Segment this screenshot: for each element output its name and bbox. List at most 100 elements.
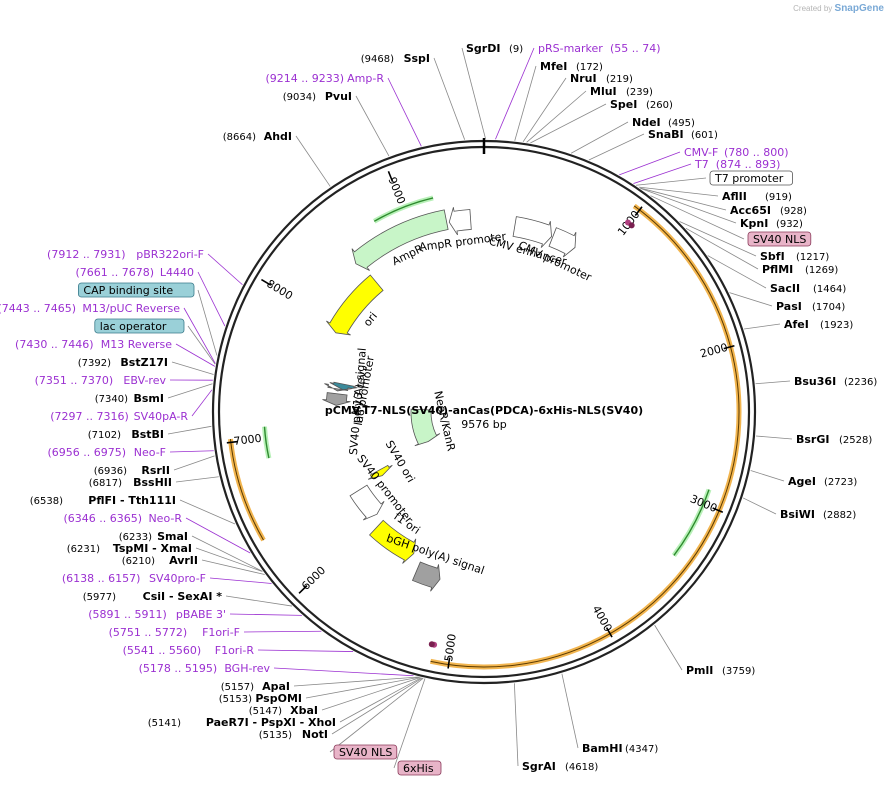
primer-label: L4440(7661 .. 7678) xyxy=(75,266,194,279)
feature-arrow xyxy=(448,207,472,236)
orf-arc-green-b-core xyxy=(373,197,434,222)
site-position: (2528) xyxy=(839,435,872,446)
leader-line xyxy=(293,676,419,687)
leader-line xyxy=(522,77,567,143)
site-label: AfeI(1923) xyxy=(784,318,853,331)
site-label: PmlI(3759) xyxy=(686,664,755,677)
site-name: SgrAI xyxy=(522,760,556,773)
leader-line xyxy=(561,673,579,749)
site-position: (1704) xyxy=(812,302,845,313)
leader-line xyxy=(273,667,414,677)
feature-label: ori xyxy=(361,310,380,329)
site-label: XbaI(5147) xyxy=(249,704,318,717)
site-name: SmaI xyxy=(157,530,188,543)
site-name: NotI xyxy=(302,728,328,741)
primer-name: SV40pA-R xyxy=(134,410,189,423)
leader-line xyxy=(207,253,243,286)
primer-name: L4440 xyxy=(160,266,194,279)
leader-line xyxy=(321,677,421,711)
site-name: NruI xyxy=(570,72,597,85)
site-label: MluI(239) xyxy=(590,85,653,98)
site-label: BssHII(6817) xyxy=(89,476,172,489)
leader-line xyxy=(433,57,466,140)
feature-box-text: SV40 NLS xyxy=(339,746,392,759)
feature-arrow xyxy=(512,216,552,248)
feature-box xyxy=(397,760,442,776)
leader-line xyxy=(393,678,426,769)
orf-arc-green-c-core xyxy=(263,426,270,459)
leader-line xyxy=(679,221,757,257)
leader-line xyxy=(638,186,719,197)
site-position: (495) xyxy=(668,118,695,129)
tick-mark xyxy=(387,170,394,182)
leader-line xyxy=(742,497,777,515)
primer-label: SV40pA-R(7297 .. 7316) xyxy=(50,410,188,423)
feature-arrow xyxy=(349,484,385,521)
site-position: (260) xyxy=(646,100,673,111)
leader-line xyxy=(588,133,645,161)
site-name: BstZ17I xyxy=(120,356,168,369)
leader-line xyxy=(191,389,213,417)
primer-range: (7443 .. 7465) xyxy=(0,302,76,315)
primer-label: pBR322ori-F(7912 .. 7931) xyxy=(47,248,204,261)
leader-line xyxy=(514,65,537,141)
tick-label: 9000 xyxy=(385,175,407,206)
primer-label: Amp-R(9214 .. 9233) xyxy=(265,72,384,85)
feature-box-label: SV40 NLS xyxy=(333,744,398,760)
site-label: SpeI(260) xyxy=(610,98,673,111)
site-name: MluI xyxy=(590,85,617,98)
primer-label: M13 Reverse(7430 .. 7446) xyxy=(15,338,172,351)
site-position: (2236) xyxy=(844,377,877,388)
primer-range: (5541 .. 5560) xyxy=(123,644,202,657)
site-position: (7102) xyxy=(88,430,121,441)
site-label: BamHI(4347) xyxy=(582,742,658,755)
feature-box-text: lac operator xyxy=(100,320,167,333)
site-position: (8664) xyxy=(223,132,256,143)
primer-name: pRS-marker xyxy=(538,42,603,55)
leader-line xyxy=(209,577,272,584)
feature-box xyxy=(333,744,398,760)
site-position: (601) xyxy=(691,130,718,141)
primer-label: pBABE 3'(5891 .. 5911) xyxy=(88,608,226,621)
tick-mark xyxy=(261,278,272,286)
site-name: SgrDI xyxy=(466,42,500,55)
site-position: (1923) xyxy=(820,320,853,331)
site-label: NruI(219) xyxy=(570,72,633,85)
site-name: SnaBI xyxy=(648,128,684,141)
site-name: PspOMI xyxy=(255,692,302,705)
site-label: PasI(1704) xyxy=(776,300,845,313)
leader-line xyxy=(175,476,219,483)
leader-line xyxy=(729,292,773,307)
tick-label: 4000 xyxy=(590,603,615,634)
tick-label: 2000 xyxy=(699,341,729,361)
primer-range: (7351 .. 7370) xyxy=(35,374,114,387)
primer-label: M13/pUC Reverse(7443 .. 7465) xyxy=(0,302,180,315)
site-label: SspI(9468) xyxy=(361,52,430,65)
feature-box-label: 6xHis xyxy=(397,760,442,776)
tick-mark xyxy=(723,345,735,350)
site-label: CsiI - SexAI *(5977) xyxy=(83,590,223,603)
site-label: BstZ17I(7392) xyxy=(78,356,168,369)
feature-box xyxy=(747,231,812,247)
primer-range: (874 .. 893) xyxy=(716,158,781,171)
site-label: AgeI(2723) xyxy=(788,475,857,488)
orf-arcs xyxy=(227,195,742,670)
leader-line xyxy=(707,255,767,289)
site-position: (5977) xyxy=(83,592,116,603)
site-name: PflMI xyxy=(762,263,793,276)
primer-label: BGH-rev(5178 .. 5195) xyxy=(139,662,271,675)
primer-name: Neo-R xyxy=(148,512,182,525)
site-position: (6210) xyxy=(122,556,155,567)
leader-line xyxy=(329,677,424,753)
feature-box xyxy=(78,282,195,298)
site-label: PflFI - Tth111I(6538) xyxy=(30,494,176,507)
tick-mark xyxy=(712,507,724,514)
feature-box-text: 6xHis xyxy=(403,762,434,775)
site-label: NotI(5135) xyxy=(259,728,328,741)
feature-arrow xyxy=(548,227,577,258)
feature-box-label: lac operator xyxy=(94,318,185,334)
site-label: ApaI(5157) xyxy=(221,680,290,693)
primer-name: pBR322ori-F xyxy=(136,248,204,261)
outer-labels: SgrDI(9)pRS-marker(55 .. 74)MfeI(172)Nru… xyxy=(0,42,877,776)
